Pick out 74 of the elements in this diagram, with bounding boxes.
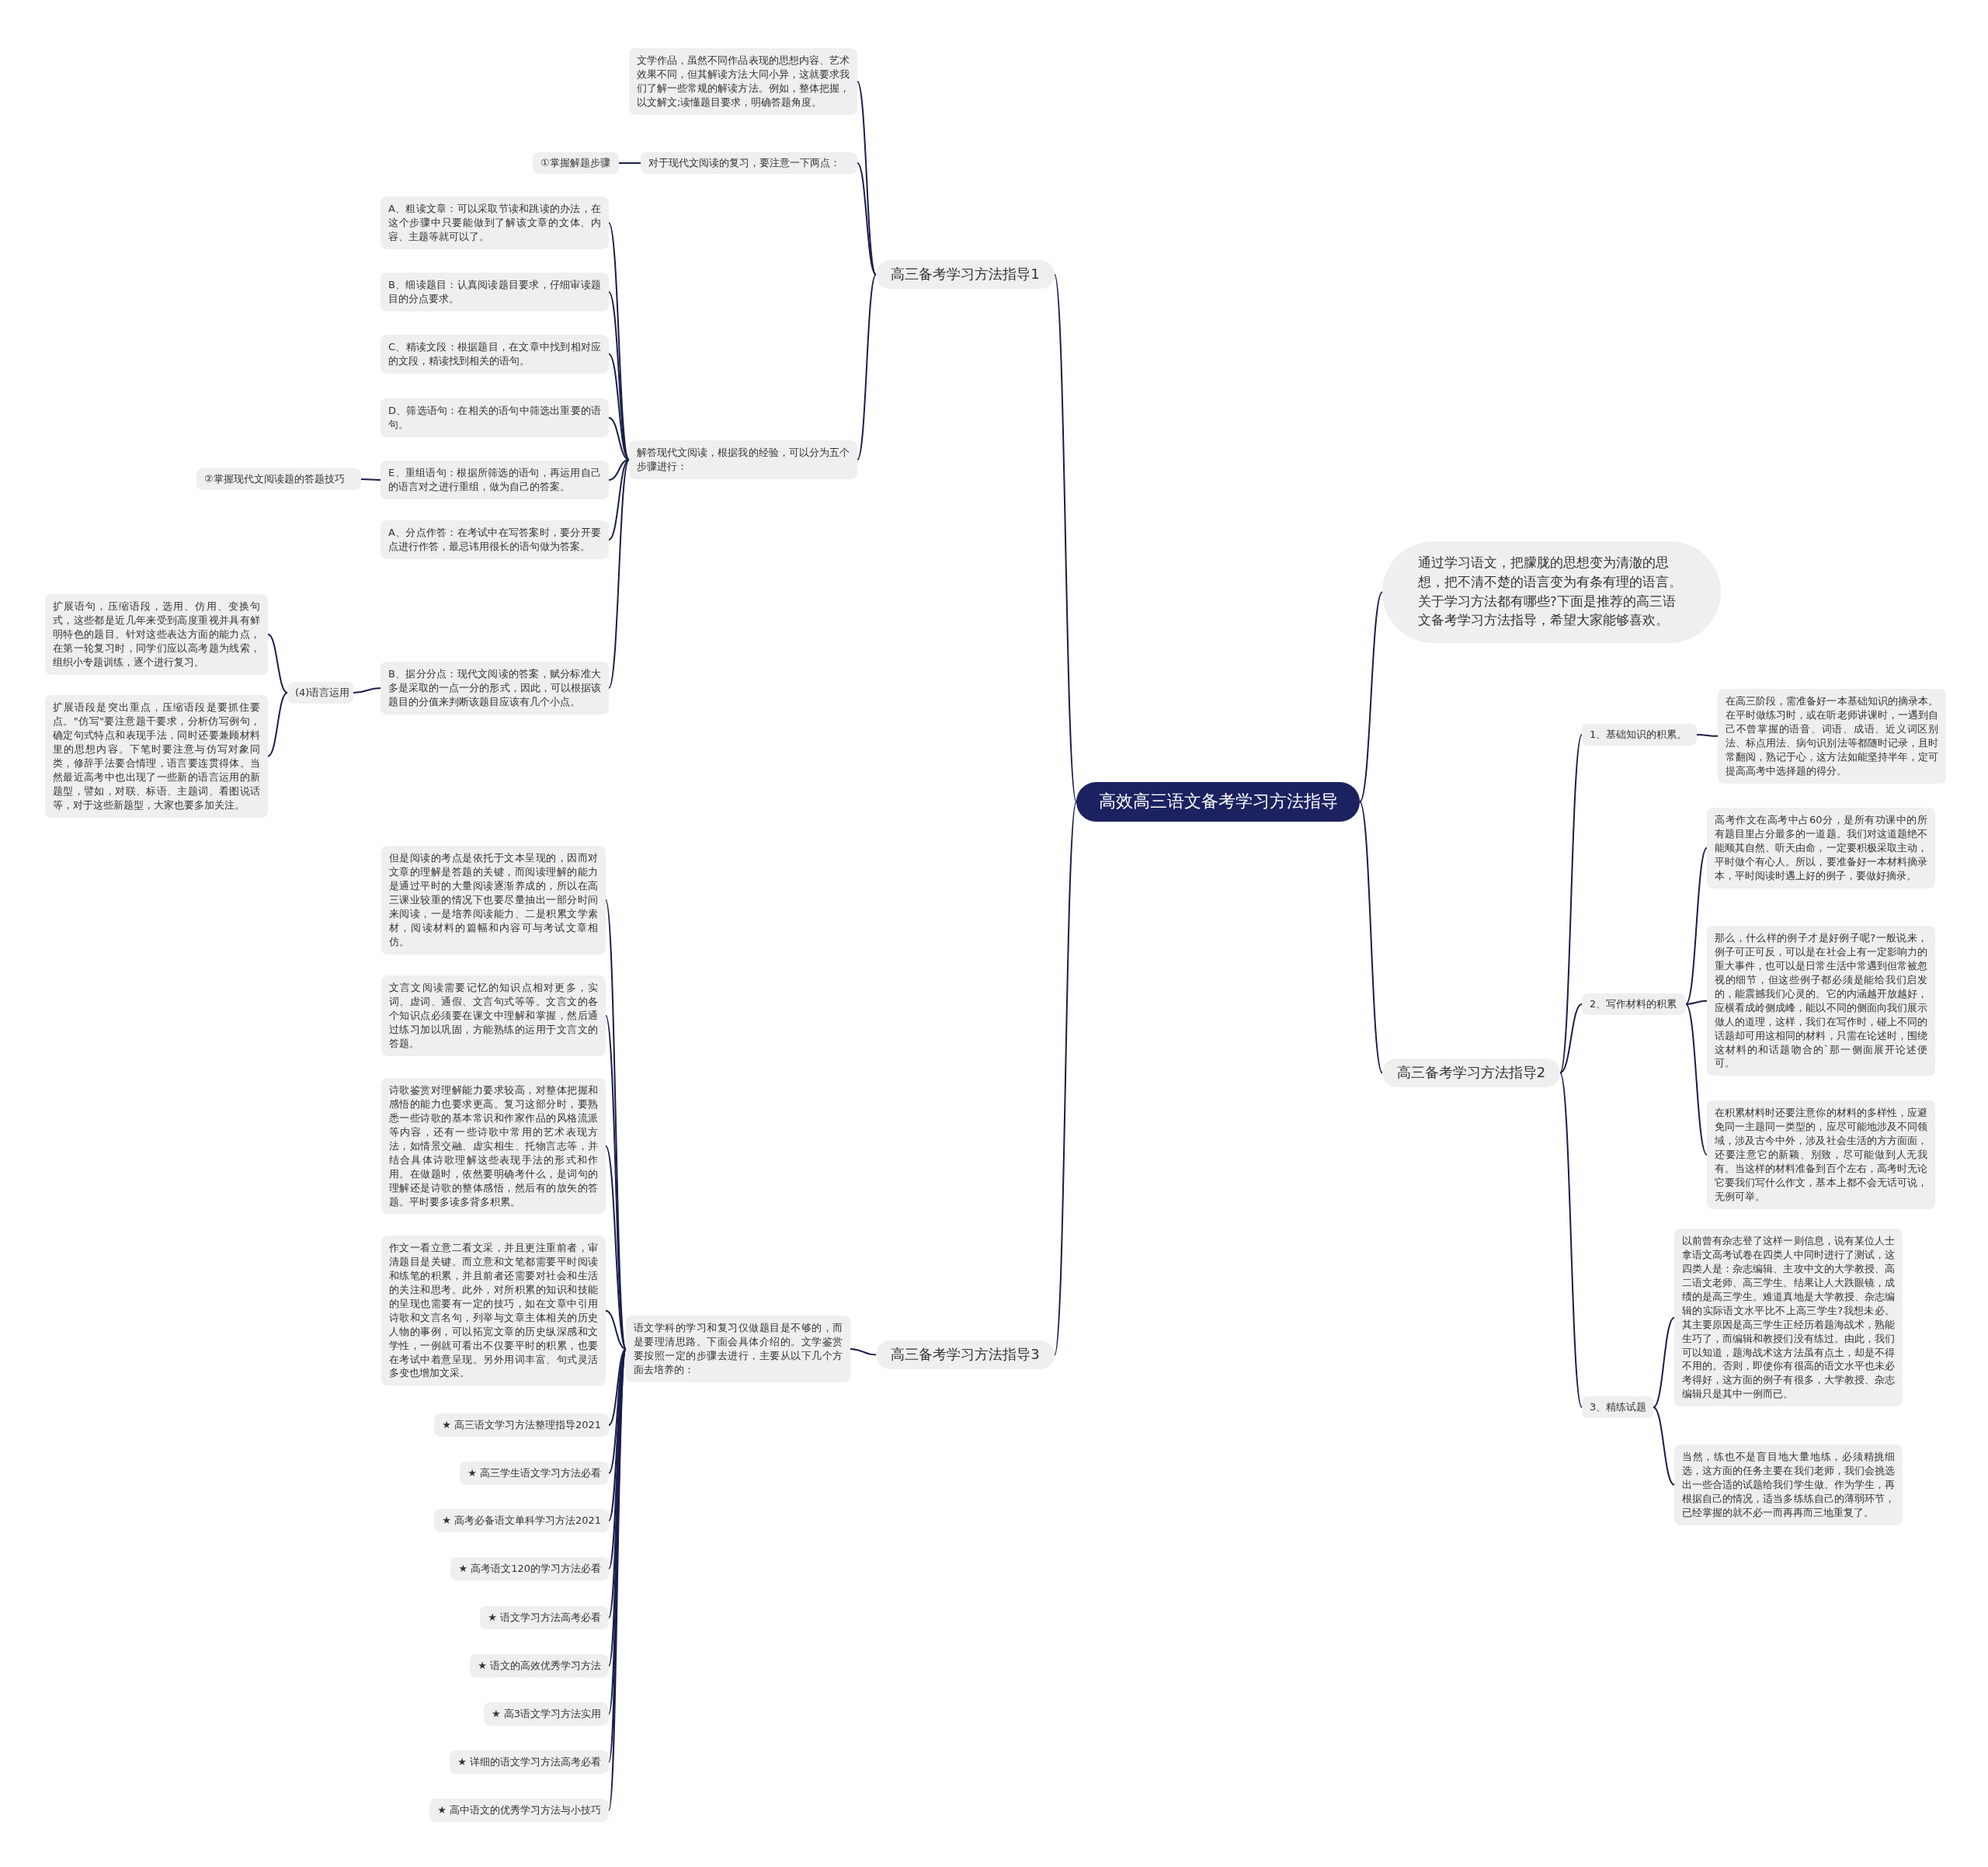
note-card: C、精读文段：根据题目，在文章中找到相对应的文段，精读找到相关的语句。	[381, 335, 609, 374]
note-card: 扩展语句，压缩语段，选用、仿用、变换句式，这些都是近几年来受到高度重视并具有鲜明特色的题目。针对这些表达方面的能力点，在第一轮复习时，同学们应以高考题为线索，组织小专题训练，逐个进行复习。	[45, 594, 268, 675]
connector-line	[1559, 1072, 1583, 1408]
note-card: 扩展语段是突出重点，压缩语段是要抓住要点。"仿写"要注意题干要求，分析仿写例句，确定句式特点和表现手法，同时还要兼顾材料里的思想内容。下笔时要注意与仿写对象同类，修辞手法要合情理，语言要连贯得体。当然最近高考中也出现了一些新的语言运用的新题型，譬如，对联、标语、主题词、看图说话等，对于这些新题型，大家也要多加关注。	[45, 695, 268, 818]
link-item: ★ 高三学生语文学习方法必看	[460, 1462, 609, 1485]
branch-topic: 高三备考学习方法指导1	[876, 260, 1055, 289]
connector-line	[1359, 591, 1383, 803]
note-card: 语文学科的学习和复习仅做题目是不够的，而是要理清思路。下面会具体介绍的。文学鉴赏要按照一定的步骤去进行，主要从以下几个方面去培养的：	[626, 1316, 850, 1382]
connector-line	[608, 458, 630, 541]
note-card: 解答现代文阅读，根据我的经验，可以分为五个步骤进行：	[629, 440, 857, 479]
note-card: 以前曾有杂志登了这样一则信息，说有某位人士拿语文高考试卷在四类人中同时进行了测试，这四类人是：杂志编辑、主攻中文的大学教授、高二语文老师、高三学生。结果让人大跌眼镜，成绩的是高三学生。难道真地是大学教授、杂志编辑的实际语文水平比不上高三学生?我想未必。其主要原因是高三学生正经历着题海战术，熟能生巧了，而编辑和教授们没有练过。由此，我们可以知道，题海战术这方法虽有点土，却是不得不用的。否则，即使你有很高的语文水平也未必考得好，这方面的例子有很多，大学教授、杂志编辑只是其中一例而已。	[1674, 1229, 1903, 1407]
connector-line	[857, 162, 877, 276]
note-card: 在高三阶段，需准备好一本基础知识的摘录本。在平时做练习时，或在听老师讲课时，一遇到自己不曾掌握的语音、词语、成语、近义词区别法、标点用法、病句识别法等都随时记录，且时常翻阅，熟记于心，这方法如能坚持半年，定可提高高考中选择题的得分。	[1718, 689, 1946, 784]
link-item: ★ 高3语文学习方法实用	[483, 1702, 609, 1726]
central-topic: 高效高三语文备考学习方法指导	[1076, 782, 1360, 822]
connector-line	[618, 162, 641, 164]
note-card: 但是阅读的考点是依托于文本呈现的，因而对文章的理解是答题的关键，而阅读理解的能力是通过平时的大量阅读逐渐养成的，所以在高三课业较重的情况下也要尽量抽出一部分时间来阅读，一是培养阅读能力、二是积累文学素材，阅读材料的篇幅和内容可与考试文章相仿。	[381, 846, 606, 954]
branch-topic: 高三备考学习方法指导2	[1382, 1059, 1560, 1087]
link-item: ★ 高考必备语文单科学习方法2021	[434, 1509, 609, 1532]
connector-line	[1054, 273, 1077, 803]
note-card: A、粗读文章：可以采取节读和跳读的办法，在这个步骤中只要能做到了解该文章的文体、内容、主题等就可以了。	[381, 196, 609, 249]
note-card: 在积累材料时还要注意你的材料的多样性，应避免同一主题同一类型的，应尽可能地涉及不同领域，涉及古今中外，涉及社会生活的方方面面，还要注意它的新颖、别致，尽可能做到人无我有。当这样的材料准备到百个左右，高考时无论它要我们写什么作文，基本上都不会无话可说，无例可举。	[1707, 1100, 1935, 1209]
note-card: 文学作品，虽然不同作品表现的思想内容、艺术效果不同，但其解读方法大同小异，这就要求我们了解一些常规的解读方法。例如，整体把握，以文解文;读懂题目要求，明确答题角度。	[629, 48, 857, 115]
connector-line	[605, 1014, 627, 1350]
link-item: ★ 高三语文学习方法整理指导2021	[434, 1413, 609, 1437]
connector-line	[267, 633, 288, 694]
connector-line	[1559, 733, 1583, 1074]
note-card: B、细读题目：认真阅读题目要求，仔细审读题目的分点要求。	[381, 273, 609, 311]
connector-line	[1054, 801, 1077, 1356]
subtopic: ②掌握现代文阅读题的答题技巧	[196, 468, 361, 490]
link-item: ★ 语文的高效优秀学习方法	[470, 1654, 609, 1678]
connector-line	[1559, 1003, 1583, 1074]
connector-line	[608, 290, 630, 461]
subtopic: ①掌握解题步骤	[533, 152, 619, 174]
connector-line	[608, 458, 630, 481]
link-item: ★ 详细的语文学习方法高考必看	[450, 1751, 609, 1774]
subtopic: 1、基础知识的积累。	[1582, 724, 1697, 746]
connector-line	[850, 1347, 877, 1356]
subtopic: 对于现代文阅读的复习，要注意一下两点：	[641, 152, 857, 174]
note-card: 高考作文在高考中占60分，是所有功课中的所有题目里占分最多的一道题。我们对这道题绝不能顺其自然、听天由命，一定要积极采取主动，平时做个有心人。所以，要准备好一本材料摘录本，平时阅读时遇上好的例子，要做好摘录。	[1707, 808, 1935, 888]
connector-line	[1685, 1003, 1708, 1156]
connector-line	[360, 478, 381, 481]
connector-line	[353, 687, 381, 694]
note-card: 那么，什么样的例子才是好例子呢?一般说来，例子可正可反，可以是在社会上有一定影响力的重大事件，也可以是日常生活中常遇到但常被忽视的细节，但这些例子都必须是能给我们启发的，能震撼我们心灵的。它的内涵越开放越好，应横看成岭侧成峰，能以不同的侧面向我们展示做人的道理，这样，我们在写作时，碰上不同的话题却可用这相同的材料，只需在论述时，围绕这材料的和话题吻合的`那一侧面展开论述便可。	[1707, 926, 1935, 1076]
intro-bubble: 通过学习语文，把朦胧的思想变为清澈的思想，把不清不楚的语言变为有条有理的语言。关于学习方法都有哪些?下面是推荐的高三语文备考学习方法指导，希望大家能够喜欢。	[1382, 541, 1721, 643]
note-card: 诗歌鉴赏对理解能力要求较高，对整体把握和感悟的能力也要求更高。复习这部分时，要熟悉一些诗歌的基本常识和作家作品的风格流派等内容，还有一些诗歌中常用的艺术表现方法，如情景交融、虚实相生、托物言志等，并结合具体诗歌理解这些表现手法的形式和作用。在做题时，依然要明确考什么，是词句的理解还是诗歌的整体感悟，然后有的放矢的答题。平时要多读多背多积累。	[381, 1078, 606, 1215]
note-card: 当然，练也不是盲目地大量地练，必须精挑细选，这方面的任务主要在我们老师，我们会挑选出一些合适的试题给我们学生做。作为学生，再根据自己的情况，适当多练练自己的薄弱环节，已经掌握的就不必一而再再而三地重复了。	[1674, 1445, 1903, 1525]
link-item: ★ 语文学习方法高考必看	[480, 1606, 609, 1629]
connector-line	[1359, 801, 1383, 1074]
connector-line	[1653, 1316, 1675, 1408]
note-card: D、筛选语句：在相关的语句中筛选出重要的语句。	[381, 398, 609, 437]
subtopic: 3、精练试题	[1582, 1396, 1653, 1418]
connector-line	[608, 416, 630, 461]
link-item: ★ 高考语文120的学习方法必看	[450, 1557, 609, 1580]
connector-line	[267, 691, 288, 757]
connector-line	[608, 1347, 627, 1474]
subtopic: (4)语言运用	[287, 682, 353, 704]
connector-line	[1685, 1000, 1708, 1005]
connector-line	[608, 458, 630, 689]
connector-line	[1696, 733, 1719, 737]
subtopic: 2、写作材料的积累	[1582, 993, 1686, 1015]
connector-line	[857, 273, 877, 461]
note-card: B、据分分点：现代文阅读的答案，赋分标准大多是采取的一点一分的形式，因此，可以根据该题目的分值来判断该题目应该有几个小点。	[381, 662, 609, 714]
note-card: 文言文阅读需要记忆的知识点相对更多，实词、虚词、通假、文言句式等等。文言文的各个知识点必须要在课文中理解和掌握，然后通过练习加以巩固，方能熟练的运用于文言文的答题。	[381, 975, 606, 1056]
connector-line	[1653, 1406, 1675, 1486]
link-item: ★ 高中语文的优秀学习方法与小技巧	[429, 1799, 609, 1822]
note-card: 作文一看立意二看文采，并且更注重前者，审清题目是关键。而立意和文笔都需要平时阅读和练笔的积累，并且前者还需要对社会和生活的关注和思考。此外，对所积累的知识和技能的呈现也需要有一定的技巧，如在文章中引用诗歌和文言名句，列举与文章主体相关的历史人物的事例，可以拓宽文章的历史纵深感和文学性，一例就可看出不仅要平时的积累，也要在考试中着意呈现。另外用词丰富、句式灵活多变也增加文采。	[381, 1236, 606, 1386]
note-card: E、重组语句：根据所筛选的语句，再运用自己的语言对之进行重组，做为自己的答案。	[381, 461, 609, 499]
branch-topic: 高三备考学习方法指导3	[876, 1340, 1055, 1369]
connector-line	[1685, 847, 1708, 1005]
note-card: A、分点作答：在考试中在写答案时，要分开要点进行作答，最忌讳用很长的语句做为答案。	[381, 520, 609, 559]
connector-line	[608, 1347, 627, 1426]
connector-line	[605, 1309, 627, 1350]
connector-line	[605, 1145, 627, 1350]
